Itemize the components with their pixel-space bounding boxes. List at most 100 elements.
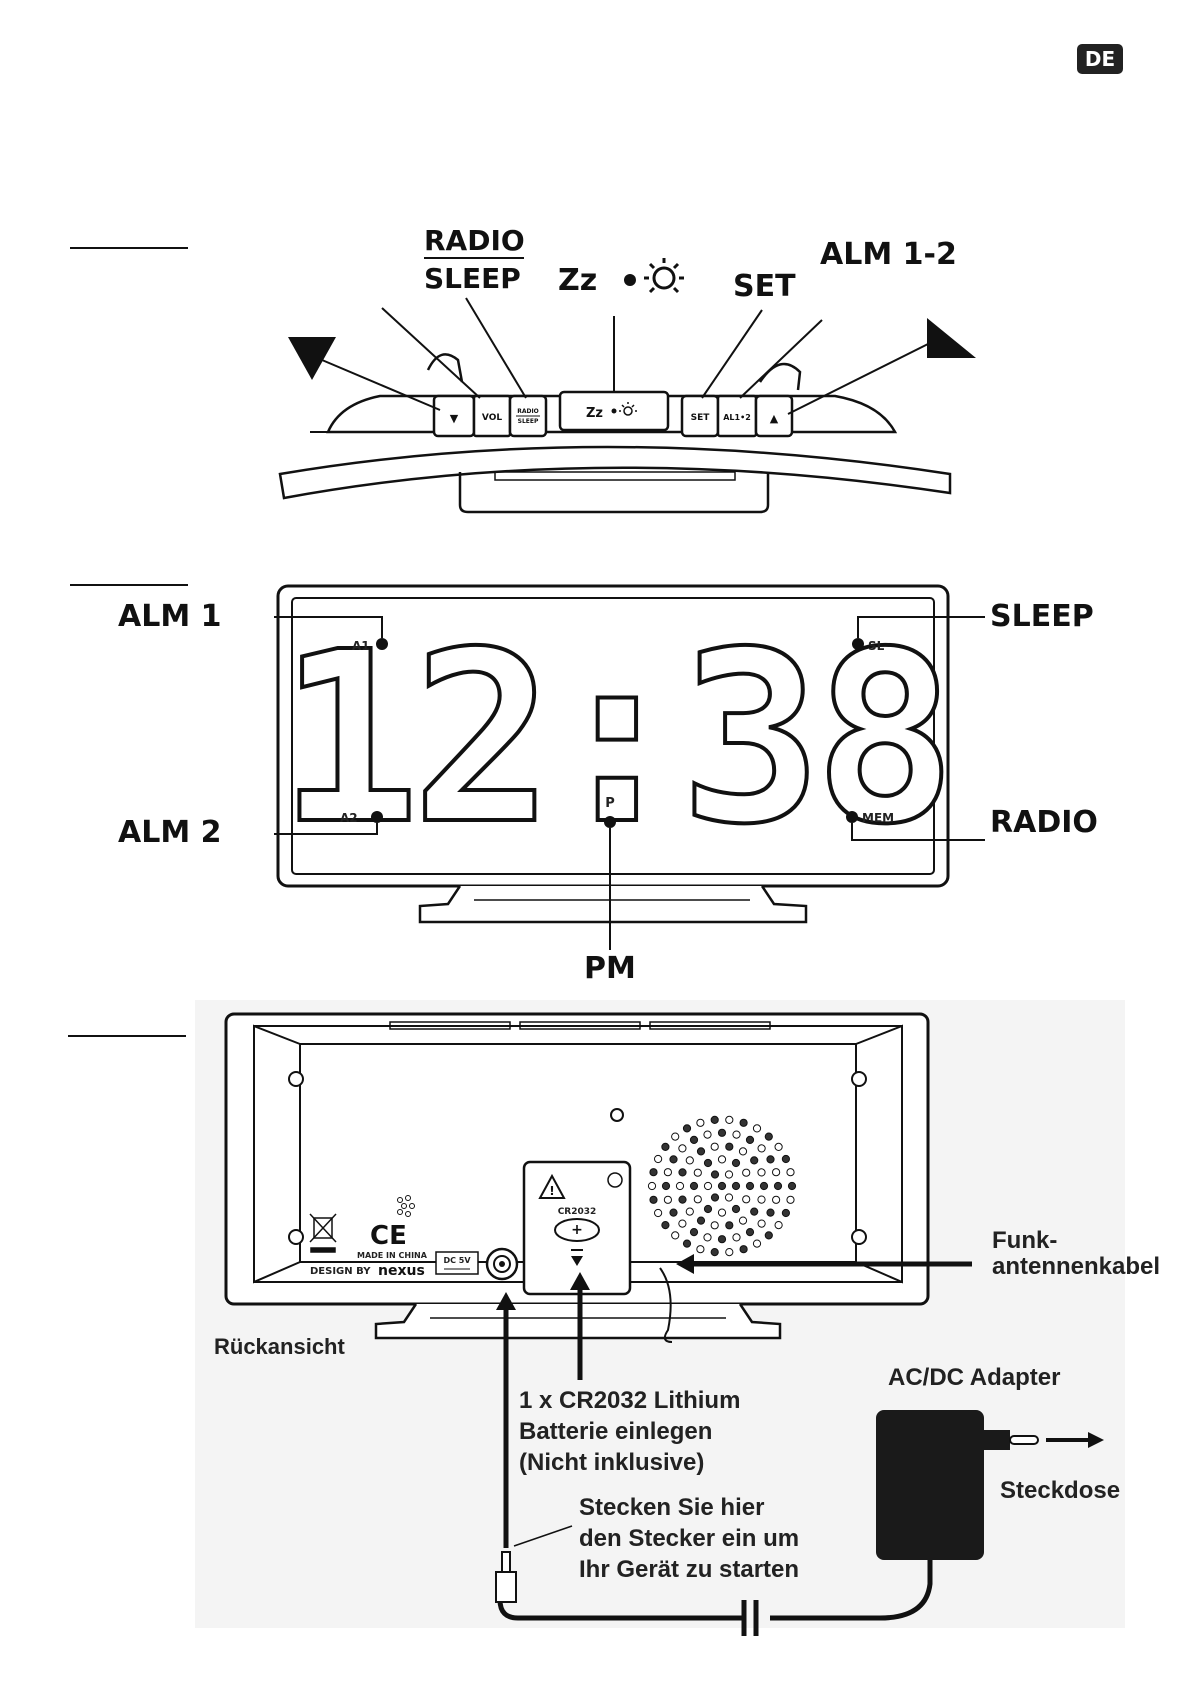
speaker-hole xyxy=(725,1142,734,1151)
indicator-a1-text: A1 xyxy=(352,639,370,653)
language-badge-bg xyxy=(1077,44,1123,74)
speaker-hole xyxy=(717,1128,727,1137)
indicator-a2-dot xyxy=(371,811,383,823)
indicator-pm-dot xyxy=(604,816,616,828)
screw-icon xyxy=(851,1071,867,1087)
label-pm: PM xyxy=(584,951,636,986)
label-radio-front: RADIO xyxy=(990,805,1098,840)
speaker-hole xyxy=(738,1216,748,1225)
indicator-a1-dot xyxy=(376,638,388,650)
speaker-hole xyxy=(724,1170,734,1179)
vol-button-label: VOL xyxy=(482,413,502,423)
speaker-hole xyxy=(787,1181,797,1191)
speaker-hole xyxy=(663,1168,673,1177)
speaker-hole xyxy=(685,1207,694,1216)
socket-arrow-icon xyxy=(1088,1432,1104,1448)
speaker-hole xyxy=(717,1155,727,1164)
speaker-hole xyxy=(661,1142,670,1152)
speaker-hole xyxy=(689,1135,699,1145)
speaker-hole xyxy=(786,1168,795,1177)
vent-slot-3 xyxy=(649,1021,771,1030)
snooze-dot xyxy=(624,274,636,286)
speaker-hole xyxy=(774,1221,783,1230)
speaker-grille xyxy=(647,1115,797,1257)
speaker-hole xyxy=(742,1195,751,1204)
plug-instruction-leader xyxy=(513,1525,573,1547)
speaker-hole xyxy=(738,1147,748,1156)
antenna-label-line2: antennenkabel xyxy=(992,1253,1160,1280)
speaker-hole xyxy=(689,1228,699,1237)
battery-instruction-line1: 1 x CR2032 Lithium xyxy=(519,1387,740,1414)
top-view-diagram: RADIO SLEEP Zz SET ALM 1-2 xyxy=(278,224,976,514)
indicator-mem-text: MEM xyxy=(862,811,894,825)
speaker-hole xyxy=(731,1181,741,1191)
sleep-button-label: SLEEP xyxy=(518,418,539,425)
label-sleep-top: SLEEP xyxy=(424,262,521,295)
adapter-plug-base xyxy=(984,1430,1010,1450)
adapter-cable-right xyxy=(770,1560,933,1621)
speaker-hole xyxy=(703,1158,713,1168)
speaker-hole xyxy=(649,1195,658,1204)
speaker-hole xyxy=(703,1204,713,1214)
speaker-hole xyxy=(731,1204,741,1214)
label-set: SET xyxy=(733,269,796,304)
speaker-hole xyxy=(710,1170,720,1179)
back-view-diagram: ! CR2032 + CE MADE IN CHINA DESIGN BY ne… xyxy=(195,1000,1160,1636)
speaker-hole xyxy=(757,1219,766,1228)
indicator-sl-text: SL xyxy=(868,639,885,653)
speaker-hole xyxy=(732,1130,741,1139)
up-button[interactable] xyxy=(754,394,794,438)
speaker-hole xyxy=(703,1130,712,1139)
button-group-right: SET AL1•2 ▲ xyxy=(680,394,794,438)
speaker-hole xyxy=(654,1208,663,1218)
recycle-icon xyxy=(607,1172,623,1188)
antenna-loop-left xyxy=(426,353,464,383)
speaker-hole xyxy=(669,1155,678,1164)
dc-jack-pin xyxy=(499,1261,505,1267)
speaker-hole xyxy=(669,1208,678,1217)
speaker-hole xyxy=(725,1248,734,1257)
speaker-hole xyxy=(717,1235,727,1244)
design-by-text: DESIGN BY xyxy=(310,1266,371,1277)
speaker-hole xyxy=(696,1118,705,1127)
speaker-hole xyxy=(742,1168,751,1177)
speaker-hole xyxy=(703,1233,712,1242)
indicator-sl-dot xyxy=(852,638,864,650)
screws xyxy=(288,1071,867,1245)
ce-mark: CE xyxy=(370,1221,407,1251)
speaker-hole xyxy=(685,1156,694,1165)
speaker-hole xyxy=(696,1147,706,1156)
speaker-hole xyxy=(675,1181,685,1191)
speaker-hole xyxy=(750,1156,759,1165)
clock-front-stand xyxy=(418,885,808,924)
speaker-hole xyxy=(696,1216,706,1225)
indicator-p-text: P xyxy=(605,796,615,811)
speaker-hole xyxy=(745,1181,755,1191)
speaker-hole xyxy=(764,1132,773,1141)
battery-plus-sign: + xyxy=(571,1222,583,1238)
label-radio: RADIO xyxy=(424,224,525,257)
screw-icon xyxy=(288,1229,304,1245)
speaker-hole xyxy=(772,1195,781,1204)
speaker-hole xyxy=(682,1239,692,1248)
dc-plug-tip xyxy=(501,1551,511,1573)
speaker-hole xyxy=(693,1168,702,1177)
snooze-button-dot xyxy=(611,408,617,414)
vent-slot-2 xyxy=(519,1021,641,1030)
warning-icon xyxy=(538,1173,566,1199)
plug-instruction-line2: den Stecker ein um xyxy=(579,1525,799,1552)
speaker-hole xyxy=(752,1124,762,1133)
speaker-hole xyxy=(663,1195,673,1204)
language-badge-text: DE xyxy=(1085,47,1115,71)
speaker-hole xyxy=(750,1207,759,1216)
button-group-left: ▼ VOL RADIO SLEEP xyxy=(432,394,548,438)
up-button-label: ▲ xyxy=(770,412,779,425)
made-in-china-text: MADE IN CHINA xyxy=(357,1251,428,1260)
snooze-button-label: Zz xyxy=(586,406,603,421)
clock-stand-inner xyxy=(494,471,736,481)
adapter-label: AC/DC Adapter xyxy=(888,1364,1060,1391)
mic-holes xyxy=(397,1195,415,1217)
alm-button-label: AL1•2 xyxy=(723,413,751,422)
back-view-arrows xyxy=(496,1254,972,1548)
